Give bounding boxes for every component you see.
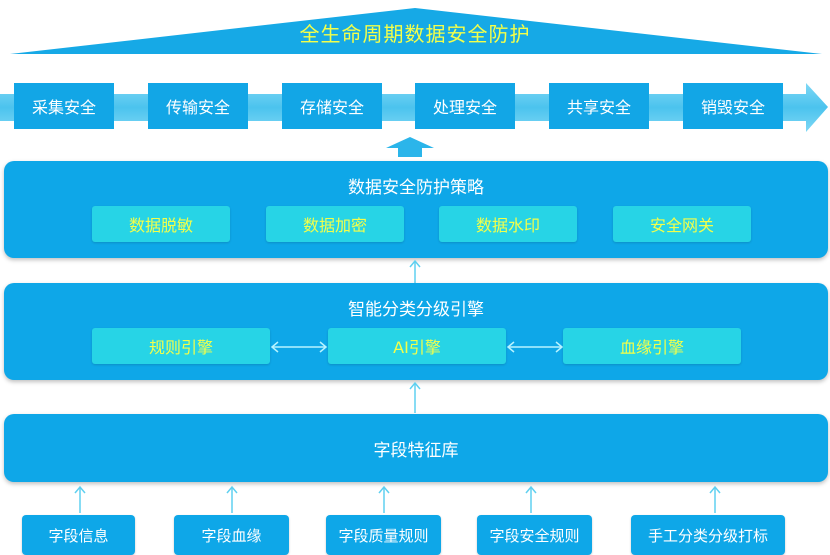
bidirectional-arrow-rule-ai [270, 341, 328, 353]
up-block-arrow [386, 137, 434, 157]
engine-title: 智能分类分级引擎 [348, 300, 484, 320]
source-field-info: 字段信息 [22, 515, 135, 555]
arrow-up-source-4 [525, 485, 537, 513]
source-field-quality-rules: 字段质量规则 [326, 515, 441, 555]
arrow-up-source-3 [378, 485, 390, 513]
chip-data-masking: 数据脱敏 [92, 206, 230, 242]
stage-sharing: 共享安全 [549, 83, 649, 129]
bidirectional-arrow-ai-lineage [506, 341, 564, 353]
arrow-up-source-5 [709, 485, 721, 513]
chip-data-watermark: 数据水印 [439, 206, 577, 242]
stage-destruction: 销毁安全 [683, 83, 783, 129]
chip-security-gateway: 安全网关 [613, 206, 751, 242]
stage-processing: 处理安全 [415, 83, 515, 129]
arrow-up-engine-to-strategy [409, 259, 421, 283]
chip-data-encryption: 数据加密 [266, 206, 404, 242]
stage-storage: 存储安全 [282, 83, 382, 129]
arrow-up-library-to-engine [409, 381, 421, 413]
arrow-up-source-2 [226, 485, 238, 513]
feature-library-panel: 字段特征库 [4, 414, 828, 482]
lifecycle-title: 全生命周期数据安全防护 [299, 22, 531, 46]
stage-transmission: 传输安全 [148, 83, 248, 129]
source-field-security-rules: 字段安全规则 [477, 515, 592, 555]
source-field-lineage: 字段血缘 [174, 515, 289, 555]
stage-collection: 采集安全 [14, 83, 114, 129]
roof-banner [10, 8, 822, 54]
arrow-up-source-1 [74, 485, 86, 513]
engine-panel: 智能分类分级引擎 规则引擎 AI引擎 血缘引擎 [4, 283, 828, 380]
strategy-panel: 数据安全防护策略 数据脱敏 数据加密 数据水印 安全网关 [4, 161, 828, 258]
feature-library-title: 字段特征库 [373, 441, 459, 461]
strategy-title: 数据安全防护策略 [348, 178, 484, 198]
chip-rule-engine: 规则引擎 [92, 328, 270, 364]
chip-lineage-engine: 血缘引擎 [563, 328, 741, 364]
source-manual-classification: 手工分类分级打标 [631, 515, 785, 555]
chip-ai-engine: AI引擎 [328, 328, 506, 364]
